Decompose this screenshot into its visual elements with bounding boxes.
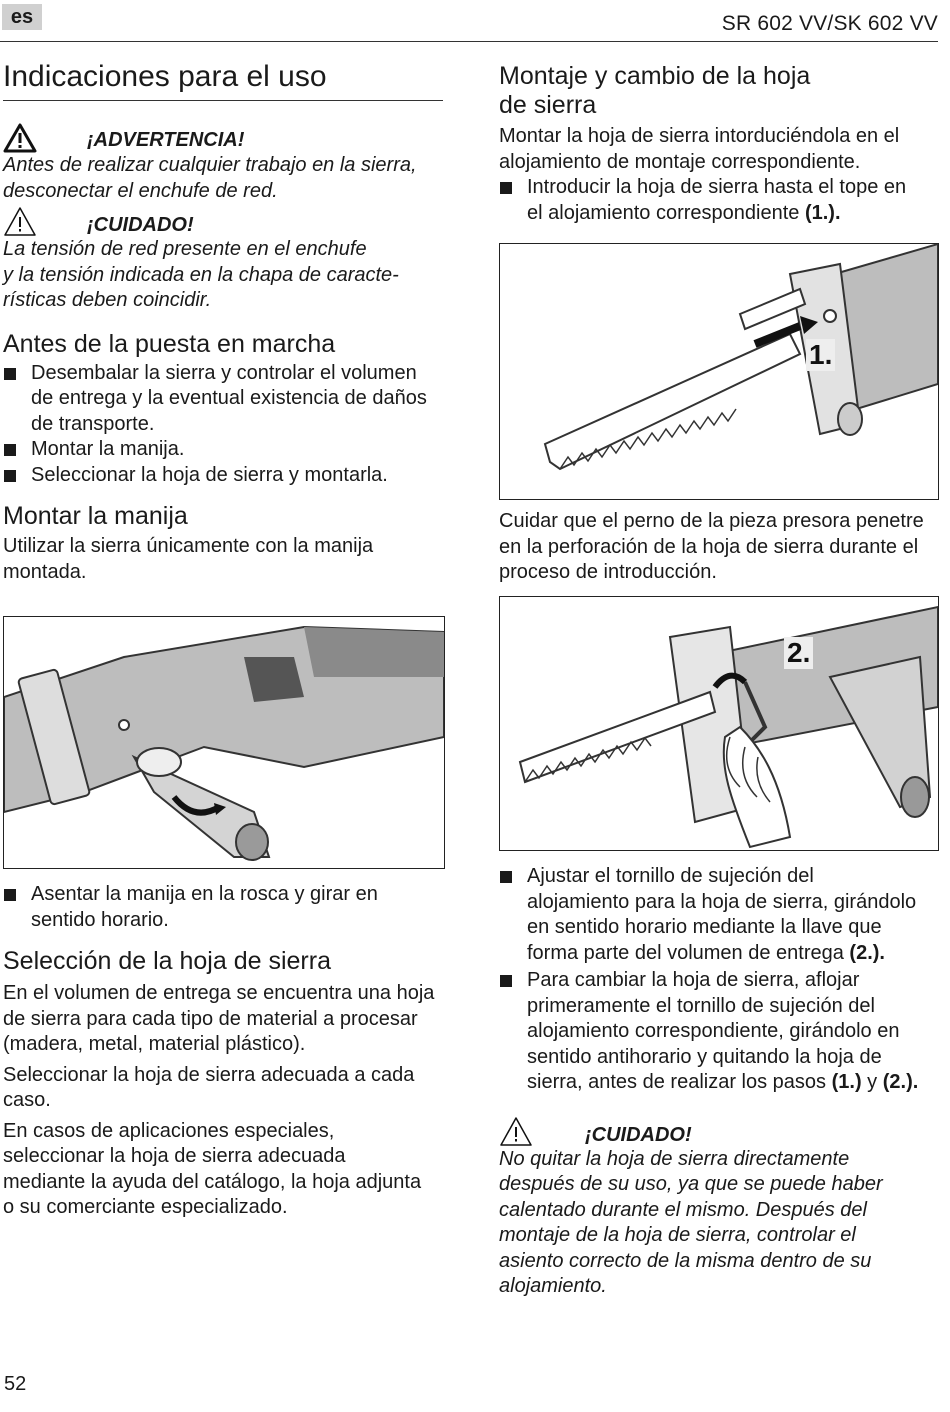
section-rule	[3, 100, 443, 101]
blade-selection-p3: En casos de aplicaciones especiales, sel…	[3, 1119, 422, 1219]
pin-text: Cuidar que el perno de la pieza presora …	[499, 510, 924, 583]
conjunction: y	[867, 1071, 878, 1093]
list-item: Asentar la manija en la rosca y girar en…	[3, 882, 403, 933]
list-item: Ajustar el tornillo de sujeción del aloj…	[499, 864, 919, 966]
startup-title: Antes de la puesta en marcha	[3, 329, 336, 358]
list-item: Seleccionar la hoja de sierra y montarla…	[3, 463, 439, 489]
right-column-lower: Ajustar el tornillo de sujeción del aloj…	[499, 864, 939, 1300]
blade-selection-p2: Seleccionar la hoja de sierra adecuada a…	[3, 1063, 415, 1112]
blade-insert-drawing	[543, 242, 939, 471]
list-item: Montar la manija.	[3, 437, 439, 463]
handle-illustration	[3, 616, 445, 869]
right-column: Montaje y cambio de la hoja de sierra Mo…	[499, 62, 939, 226]
step-ref: (2.).	[882, 1071, 919, 1093]
left-column-lower: Asentar la manija en la rosca y girar en…	[3, 882, 443, 1221]
header-divider	[0, 41, 938, 42]
mount-text: Montar la hoja de sierra intorduciéndola…	[499, 125, 900, 173]
caution-title: ¡CUIDADO!	[87, 214, 194, 236]
list-item: Introducir la hoja de sierra hasta el to…	[499, 175, 919, 226]
blade-tighten-illustration: 2.	[499, 596, 939, 851]
step-label-1: 1.	[806, 339, 836, 371]
step-ref: (1.).	[804, 201, 841, 224]
list-item: Desembalar la sierra y controlar el volu…	[3, 361, 439, 438]
warning-title: ¡ADVERTENCIA!	[87, 129, 245, 151]
mount-item-text: Introducir la hoja de sierra hasta el to…	[527, 176, 907, 224]
mount-title-line2: de sierra	[499, 91, 597, 119]
left-column: Indicaciones para el uso ¡ADVERTENCIA! A…	[3, 60, 443, 585]
language-tag: es	[2, 4, 42, 30]
caution-block-right: ¡CUIDADO! No quitar la hoja de sierra di…	[499, 1116, 939, 1300]
handle-title: Montar la manija	[3, 502, 188, 530]
caution-line: y la tensión indicada en la chapa de car…	[3, 263, 399, 286]
step-ref: (1.)	[831, 1071, 862, 1093]
step-label-2: 2.	[784, 637, 814, 669]
caution-title: ¡CUIDADO!	[585, 1123, 692, 1146]
blade-selection-p1: En el volumen de entrega se encuentra un…	[3, 982, 435, 1055]
model-name: SR 602 VV/SK 602 VV	[721, 12, 938, 35]
change-text: Para cambiar la hoja de sierra, aflojar …	[527, 969, 900, 1093]
mount-list: Introducir la hoja de sierra hasta el to…	[499, 175, 919, 226]
page-number: 52	[4, 1373, 27, 1395]
list-item: Para cambiar la hoja de sierra, aflojar …	[499, 968, 919, 1096]
mount-title: Montaje y cambio de la hoja	[499, 62, 811, 90]
tighten-text: Ajustar el tornillo de sujeción del aloj…	[527, 865, 917, 964]
blade-insertion-illustration: 1.	[499, 242, 939, 500]
caution-icon	[4, 207, 36, 236]
warning-block: ¡ADVERTENCIA! Antes de realizar cualquie…	[3, 123, 443, 204]
caution-line: rísticas deben coincidir.	[3, 289, 212, 311]
caution-line: La tensión de red presente en el enchufe	[3, 238, 367, 260]
blade-selection-title: Selección de la hoja de sierra	[3, 947, 331, 975]
handle-text: Utilizar la sierra únicamente con la man…	[3, 535, 374, 583]
handle-list: Asentar la manija en la rosca y girar en…	[3, 882, 403, 933]
startup-list: Desembalar la sierra y controlar el volu…	[3, 361, 439, 489]
step-ref: (2.).	[849, 941, 885, 964]
warning-icon	[3, 123, 37, 153]
caution-block: ¡CUIDADO! La tensión de red presente en …	[3, 207, 443, 314]
saw-handle-drawing	[3, 625, 445, 861]
caution-text: No quitar la hoja de sierra directamente…	[499, 1147, 883, 1298]
warning-text: Antes de realizar cualquier trabajo en l…	[3, 154, 417, 202]
blade-tighten-drawing	[518, 605, 939, 849]
blade-steps-list: Ajustar el tornillo de sujeción del aloj…	[499, 864, 919, 1096]
caution-icon	[500, 1116, 532, 1146]
section-title: Indicaciones para el uso	[3, 60, 327, 93]
